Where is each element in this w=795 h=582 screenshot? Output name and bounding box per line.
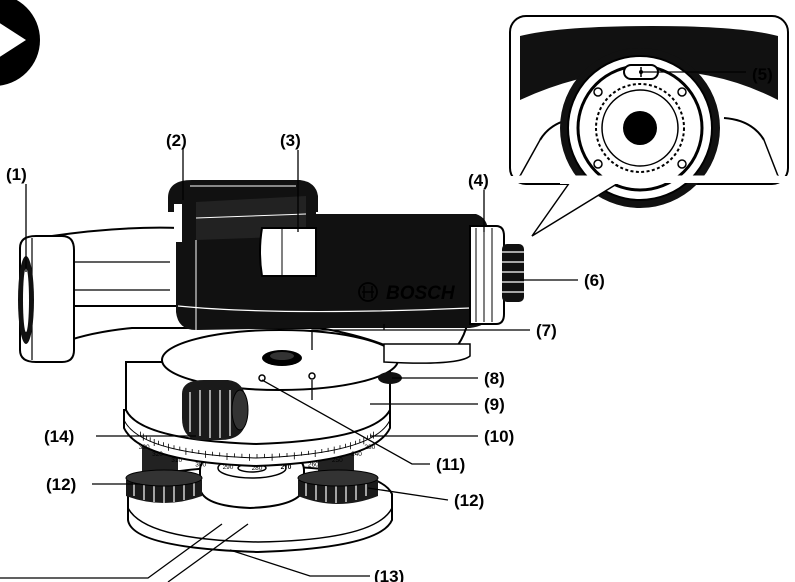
scale-label: 280 — [252, 465, 263, 472]
scale-label: 270 — [281, 464, 292, 471]
callout-horizontal-circle: (10) — [484, 427, 514, 446]
leader-lines — [0, 71, 746, 582]
callout-objective: (4) — [468, 171, 489, 190]
scale-label: 330 — [139, 444, 150, 451]
callout-sight: (2) — [166, 131, 187, 150]
callout-eyepiece: (1) — [6, 165, 27, 184]
callout-9: (9) — [484, 395, 505, 414]
callout-bubble-viewer: (5) — [752, 65, 773, 84]
instrument-housing — [125, 329, 399, 446]
scale-ticks — [140, 431, 374, 461]
horizontal-drive-knob — [182, 380, 249, 440]
bosch-logo: BOSCH — [358, 282, 456, 304]
scale-label: 310 — [171, 457, 182, 464]
scale-label: 240 — [351, 451, 362, 458]
callout-8: (8) — [484, 369, 505, 388]
callout-focus-button: (3) — [280, 131, 301, 150]
scale-label: 250 — [332, 457, 343, 464]
scale-label: 230 — [364, 444, 375, 451]
detail-inset — [509, 15, 789, 208]
brand-name: BOSCH — [386, 283, 456, 304]
callout-focus-knob: (6) — [584, 271, 605, 290]
scale-label: 300 — [195, 461, 206, 468]
callout-foot-screw-right: (12) — [454, 491, 484, 510]
callout-circular-level: (7) — [536, 321, 557, 340]
callout-drive-knob: (14) — [44, 427, 74, 446]
callout-labels: (1) (2) (3) (4) (5) (6) (7) (8) (9) (10)… — [6, 65, 773, 582]
scale-label: 260 — [308, 461, 319, 468]
scale-label: 320 — [152, 451, 163, 458]
callout-foot-screw-left: (12) — [46, 475, 76, 494]
callout-base-plate: (13) — [374, 567, 404, 582]
callout-11: (11) — [436, 455, 465, 474]
telescope — [18, 180, 524, 363]
arrow-badge-icon — [0, 0, 40, 86]
scale-label: 290 — [223, 464, 234, 471]
